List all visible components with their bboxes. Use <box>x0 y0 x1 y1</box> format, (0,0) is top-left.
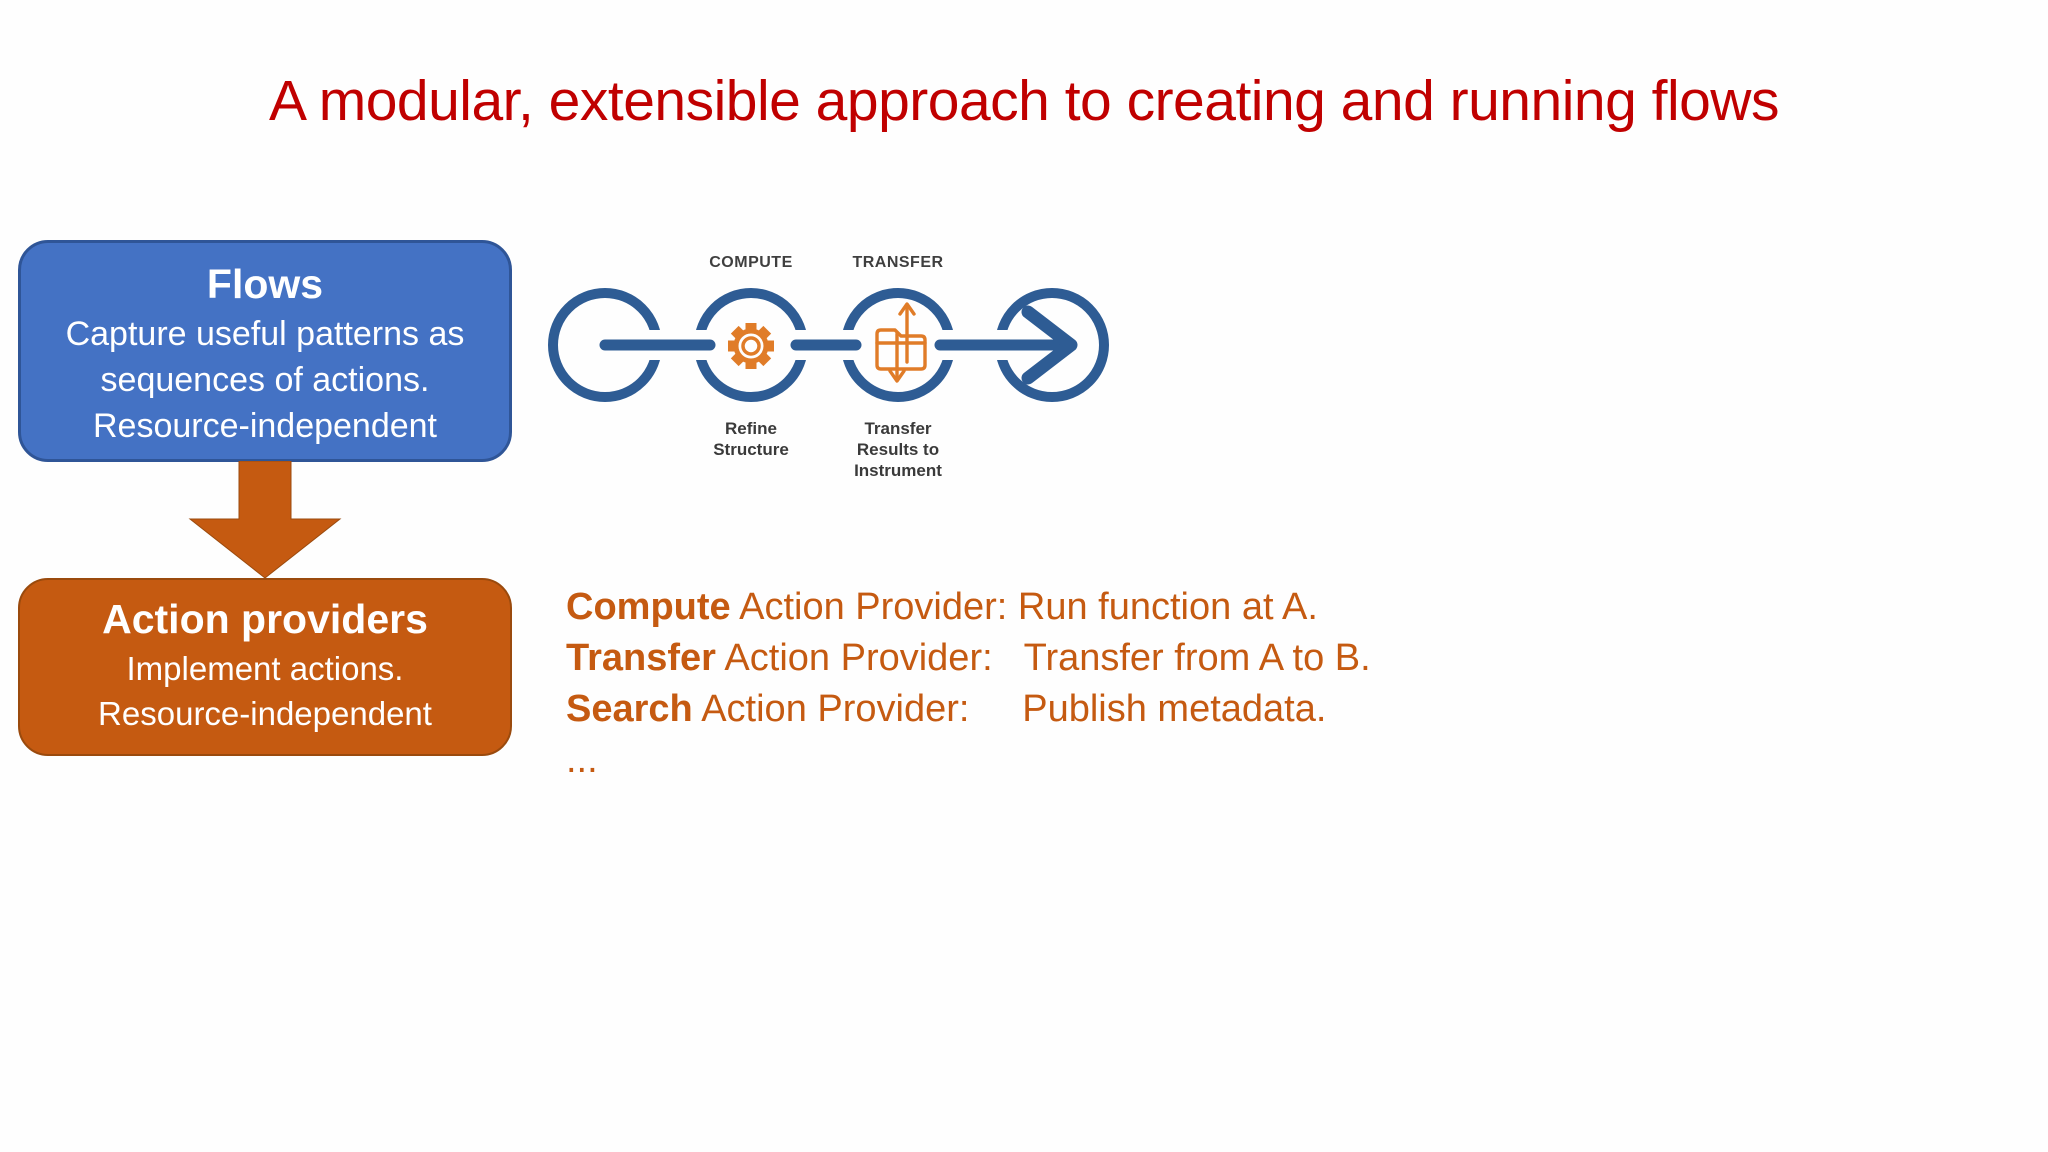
provider-line-compute: Compute Action Provider: Run function at… <box>566 582 1371 633</box>
provider-term-search: Search <box>566 688 693 730</box>
action-providers-box-title: Action providers <box>102 596 428 642</box>
action-providers-box-body: Implement actions. Resource-independent <box>98 650 432 732</box>
transfer-icon <box>875 302 927 383</box>
down-arrow-icon <box>188 461 342 579</box>
action-providers-box: Action providers Implement actions. Reso… <box>18 578 512 756</box>
flow-arrowhead-icon <box>1021 305 1078 385</box>
action-provider-list: Compute Action Provider: Run function at… <box>566 582 1371 786</box>
provider-line-transfer: Transfer Action Provider: Transfer from … <box>566 633 1371 684</box>
provider-desc-compute: Action Provider: Run function at A. <box>730 586 1318 628</box>
gear-icon <box>728 323 774 369</box>
provider-ellipsis: ... <box>566 739 598 781</box>
flow-diagram: COMPUTE TRANSFER Refine Structure Transf… <box>540 250 1160 500</box>
provider-line-search: Search Action Provider: Publish metadata… <box>566 684 1371 735</box>
provider-term-compute: Compute <box>566 586 731 628</box>
provider-desc-search: Action Provider: Publish metadata. <box>692 688 1327 730</box>
flow-diagram-graphic <box>548 288 1109 402</box>
stage-label-compute: COMPUTE <box>709 254 793 271</box>
slide-title: A modular, extensible approach to creati… <box>269 69 1779 133</box>
provider-term-transfer: Transfer <box>566 637 716 679</box>
stage-label-transfer: TRANSFER <box>852 254 944 271</box>
provider-desc-transfer: Action Provider: Transfer from A to B. <box>715 637 1371 679</box>
step-caption-transfer-results: Transfer Results to Instrument <box>854 419 942 480</box>
flows-box-body: Capture useful patterns as sequences of … <box>65 315 465 445</box>
flows-box-title: Flows <box>206 261 324 307</box>
flows-box: Flows Capture useful patterns as sequenc… <box>18 240 512 462</box>
step-caption-refine-structure: Refine Structure <box>713 419 789 459</box>
